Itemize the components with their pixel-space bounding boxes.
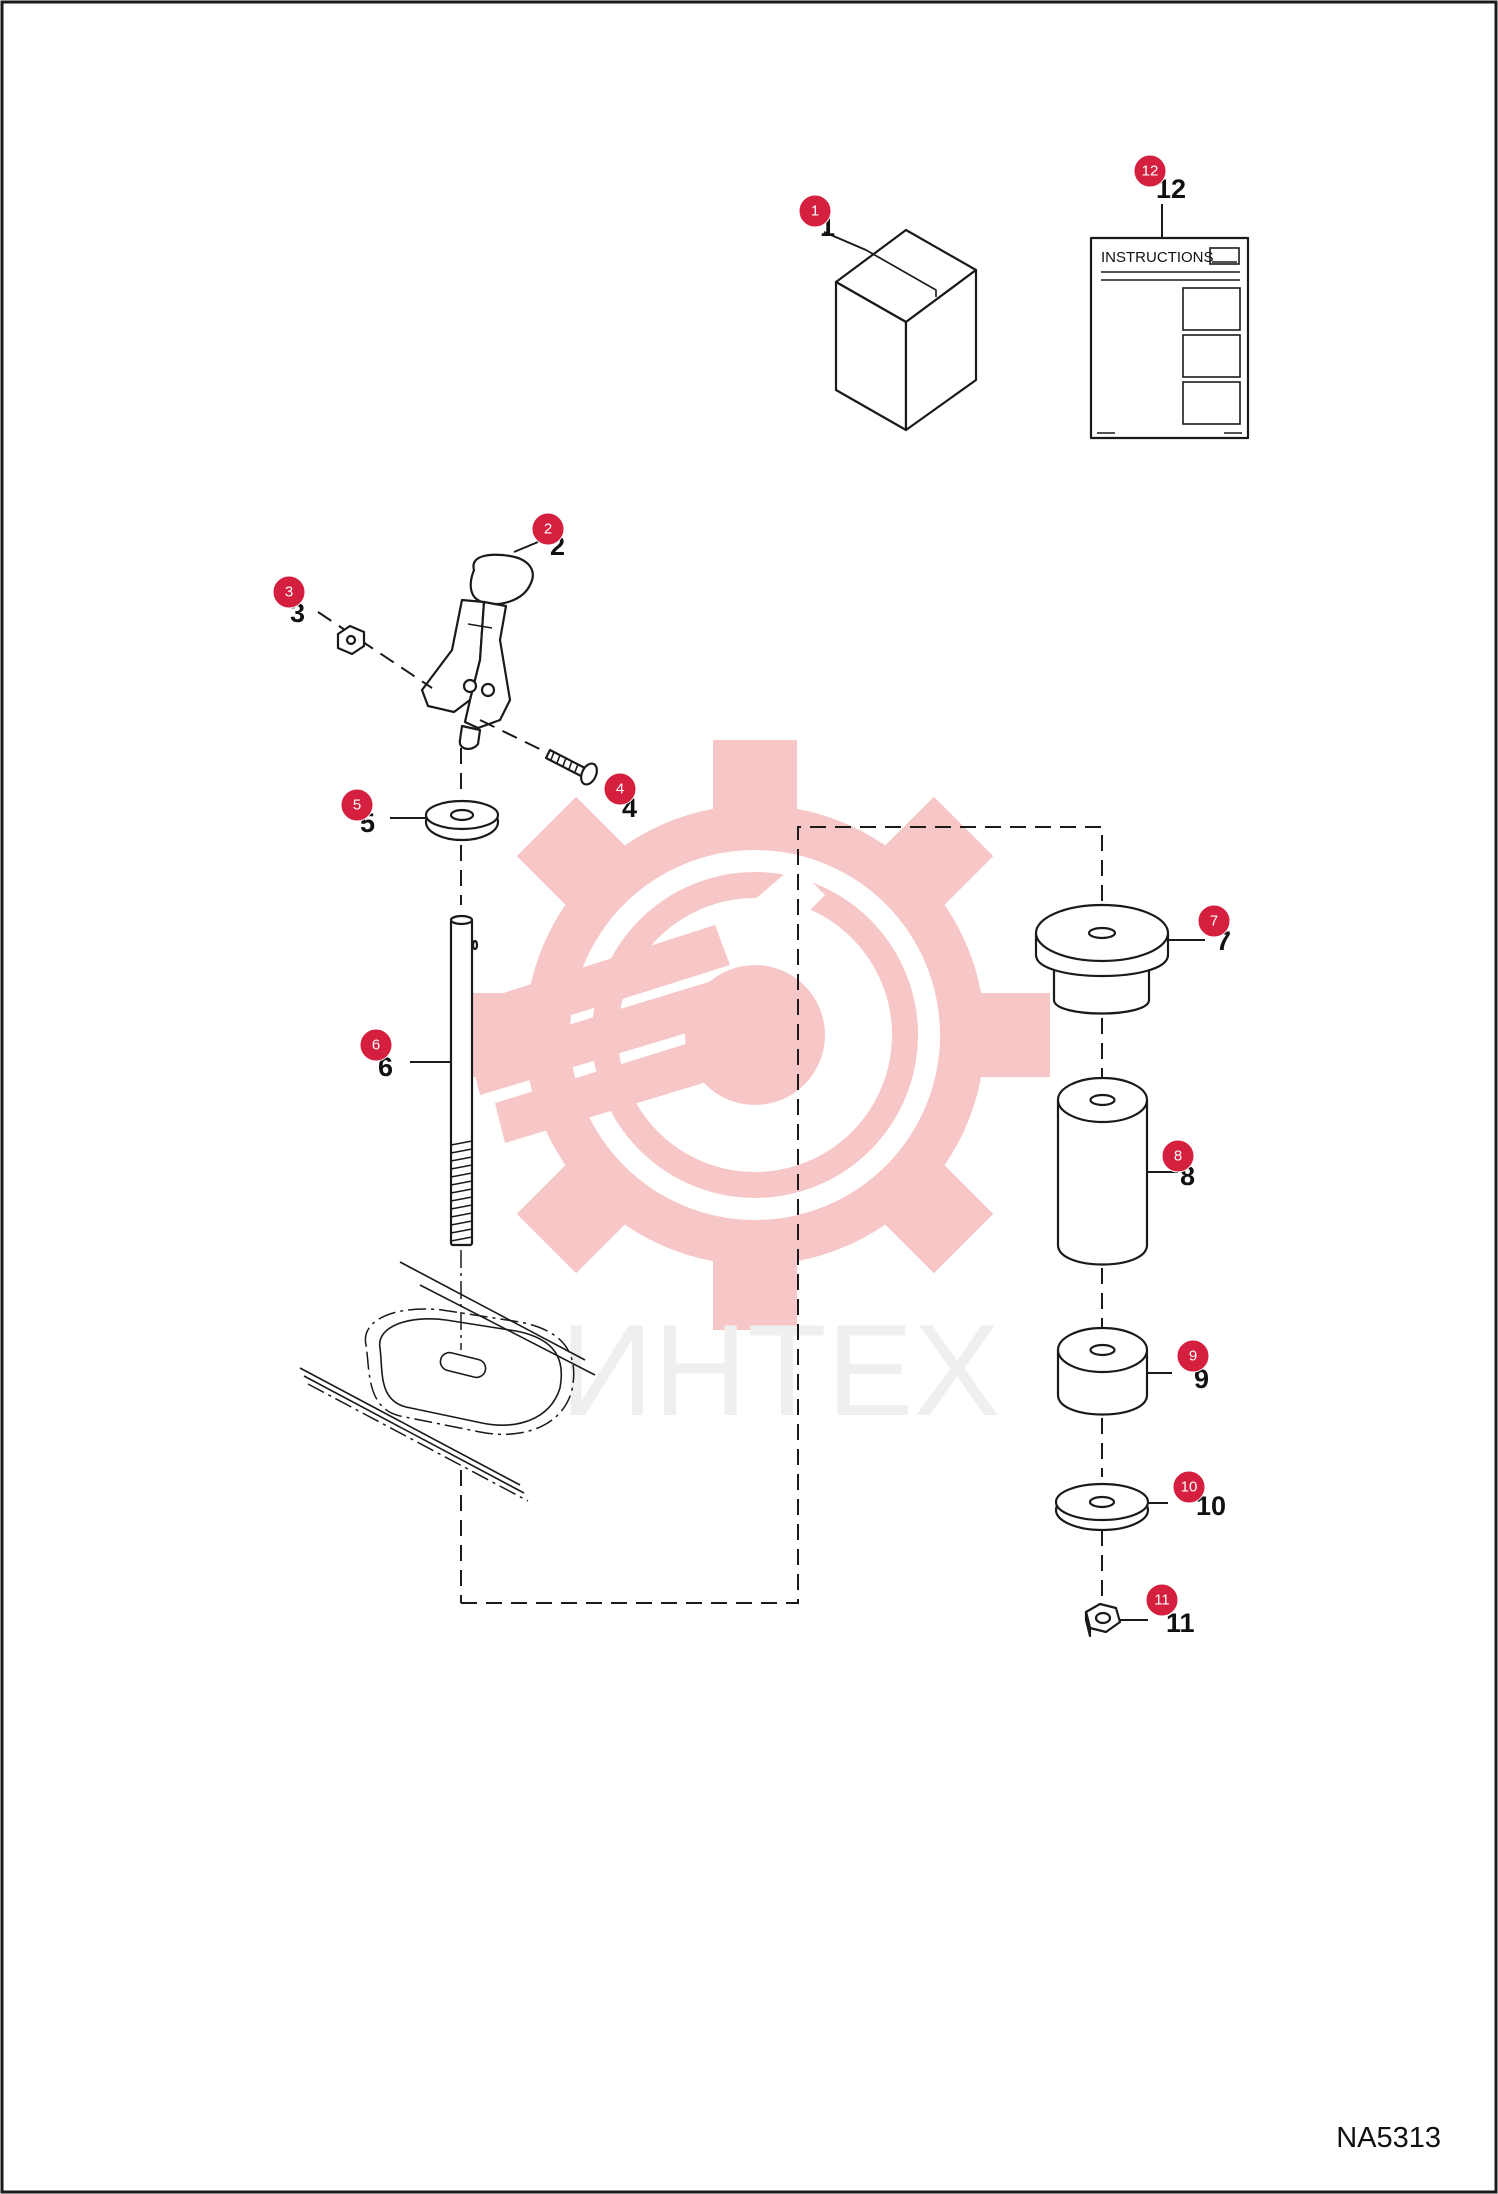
badge-3[interactable]: 3: [272, 575, 306, 609]
badge-5[interactable]: 5: [340, 788, 374, 822]
svg-text:4: 4: [616, 781, 624, 798]
part-6-rod: [410, 914, 479, 1247]
part-4-bolt: [479, 719, 598, 786]
svg-text:9: 9: [1189, 1348, 1197, 1365]
svg-text:7: 7: [1210, 913, 1218, 930]
part-3-nut: [317, 611, 433, 689]
instructions-label: INSTRUCTIONS: [1101, 249, 1214, 266]
part-11-lock-nut: [1084, 1602, 1148, 1638]
part-8-sleeve: [1056, 1076, 1178, 1266]
part-7-flanged-bushing: [1034, 903, 1205, 1015]
svg-text:8: 8: [1174, 1148, 1182, 1165]
svg-text:3: 3: [285, 584, 293, 601]
badge-6[interactable]: 6: [359, 1028, 393, 1062]
badge-7[interactable]: 7: [1197, 904, 1231, 938]
watermark-gear-icon: [460, 740, 1050, 1330]
callout-badges: 1 2 3 4 5 6 7 8 9 10 11 12: [272, 154, 1231, 1617]
part-12-instructions-sheet: INSTRUCTIONS: [1089, 204, 1250, 440]
svg-text:1: 1: [811, 203, 819, 220]
part-9-spacer: [1056, 1326, 1172, 1416]
watermark: ИНТЕХ: [460, 740, 1050, 1443]
part-10-washer: [1054, 1482, 1168, 1532]
assembly-connector-line: [461, 826, 1103, 1604]
svg-text:5: 5: [353, 797, 361, 814]
badge-9[interactable]: 9: [1176, 1339, 1210, 1373]
part-2-latch: [420, 541, 539, 750]
badge-12[interactable]: 12: [1133, 154, 1167, 188]
badge-8[interactable]: 8: [1161, 1139, 1195, 1173]
svg-text:11: 11: [1154, 1592, 1170, 1609]
watermark-text: ИНТЕХ: [560, 1297, 1000, 1443]
svg-text:2: 2: [544, 521, 552, 538]
badge-11[interactable]: 11: [1145, 1583, 1179, 1617]
svg-text:10: 10: [1181, 1479, 1198, 1496]
mounting-plate-outline: [299, 1250, 596, 1603]
svg-text:12: 12: [1142, 163, 1159, 180]
svg-text:6: 6: [372, 1037, 380, 1054]
badge-1[interactable]: 1: [798, 194, 832, 228]
badge-10[interactable]: 10: [1172, 1470, 1206, 1504]
part-1-box: [823, 228, 978, 432]
figure-code: NA5313: [1336, 2122, 1441, 2154]
badge-4[interactable]: 4: [603, 772, 637, 806]
badge-2[interactable]: 2: [531, 512, 565, 546]
part-5-washer: [390, 799, 500, 842]
